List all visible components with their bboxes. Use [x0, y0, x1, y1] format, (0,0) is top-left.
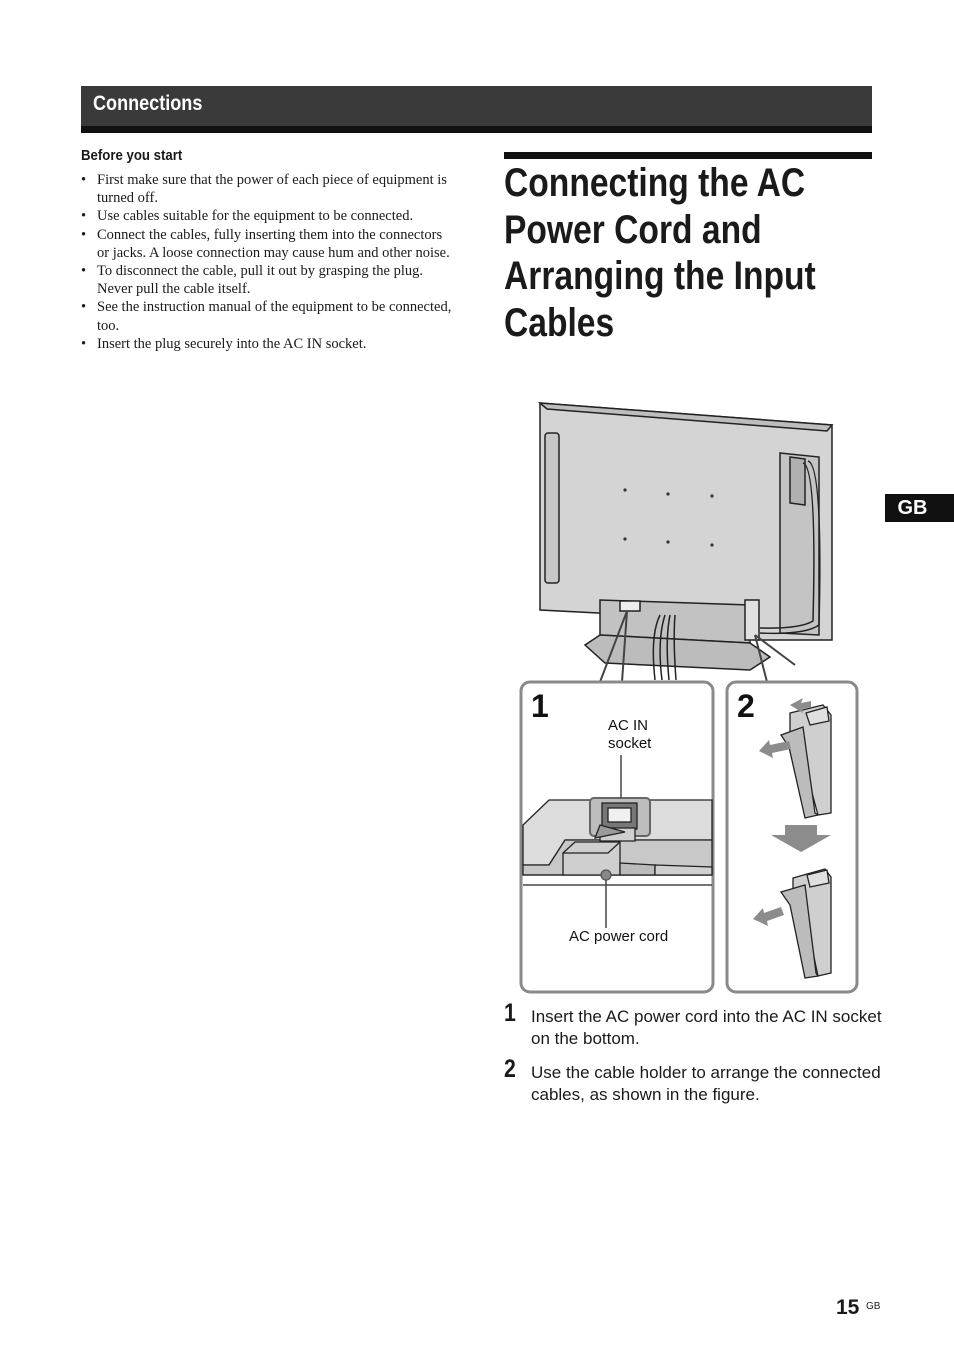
instruction-steps: 1 Insert the AC power cord into the AC I…	[504, 1001, 884, 1118]
language-tab-label: GB	[897, 497, 928, 519]
panel-2-number: 2	[737, 688, 755, 724]
list-item: First make sure that the power of each p…	[81, 171, 453, 207]
step-text: Use the cable holder to arrange the conn…	[531, 1063, 881, 1104]
title-rule	[504, 152, 872, 159]
page-number-suffix: GB	[866, 1301, 881, 1312]
close-arrow-icon	[753, 907, 784, 926]
ac-in-socket-label-line1: AC IN	[608, 717, 648, 734]
list-item: Insert the plug securely into the AC IN …	[81, 335, 453, 353]
list-item: To disconnect the cable, pull it out by …	[81, 262, 453, 298]
before-you-start-list: First make sure that the power of each p…	[81, 171, 453, 353]
cable-holder-closed-illustration	[779, 868, 832, 979]
panel-1-number: 1	[531, 688, 549, 724]
step-number: 1	[504, 999, 516, 1027]
tv-back-illustration	[537, 402, 834, 681]
ac-in-socket-label-line2: socket	[608, 735, 652, 752]
section-title: Connections	[93, 92, 203, 115]
open-arrow-up-icon	[790, 698, 811, 713]
list-item: See the instruction manual of the equipm…	[81, 298, 453, 334]
tv-screw-holes	[623, 488, 714, 547]
page-title: Connecting the AC Power Cord and Arrangi…	[504, 161, 816, 345]
list-item: Connect the cables, fully inserting them…	[81, 226, 453, 262]
step-1: 1 Insert the AC power cord into the AC I…	[504, 1001, 884, 1050]
language-tab: GB	[885, 494, 954, 522]
list-item: Use cables suitable for the equipment to…	[81, 207, 453, 225]
ac-power-cord-label: AC power cord	[569, 928, 668, 945]
down-arrow-icon	[771, 825, 831, 852]
page-number: 15	[836, 1296, 860, 1319]
open-arrow-left-icon	[759, 740, 791, 758]
step-number: 2	[504, 1055, 516, 1083]
panel-1-leader-lines	[605, 755, 622, 928]
section-header-bar: Connections	[81, 86, 872, 133]
connection-illustration: 1 AC IN socket AC power cord 2	[519, 402, 859, 994]
step-text: Insert the AC power cord into the AC IN …	[531, 1007, 882, 1048]
callout-lines	[599, 610, 796, 683]
ac-socket-illustration	[522, 797, 713, 886]
step-2: 2 Use the cable holder to arrange the co…	[504, 1057, 884, 1106]
before-you-start-heading: Before you start	[81, 147, 183, 164]
